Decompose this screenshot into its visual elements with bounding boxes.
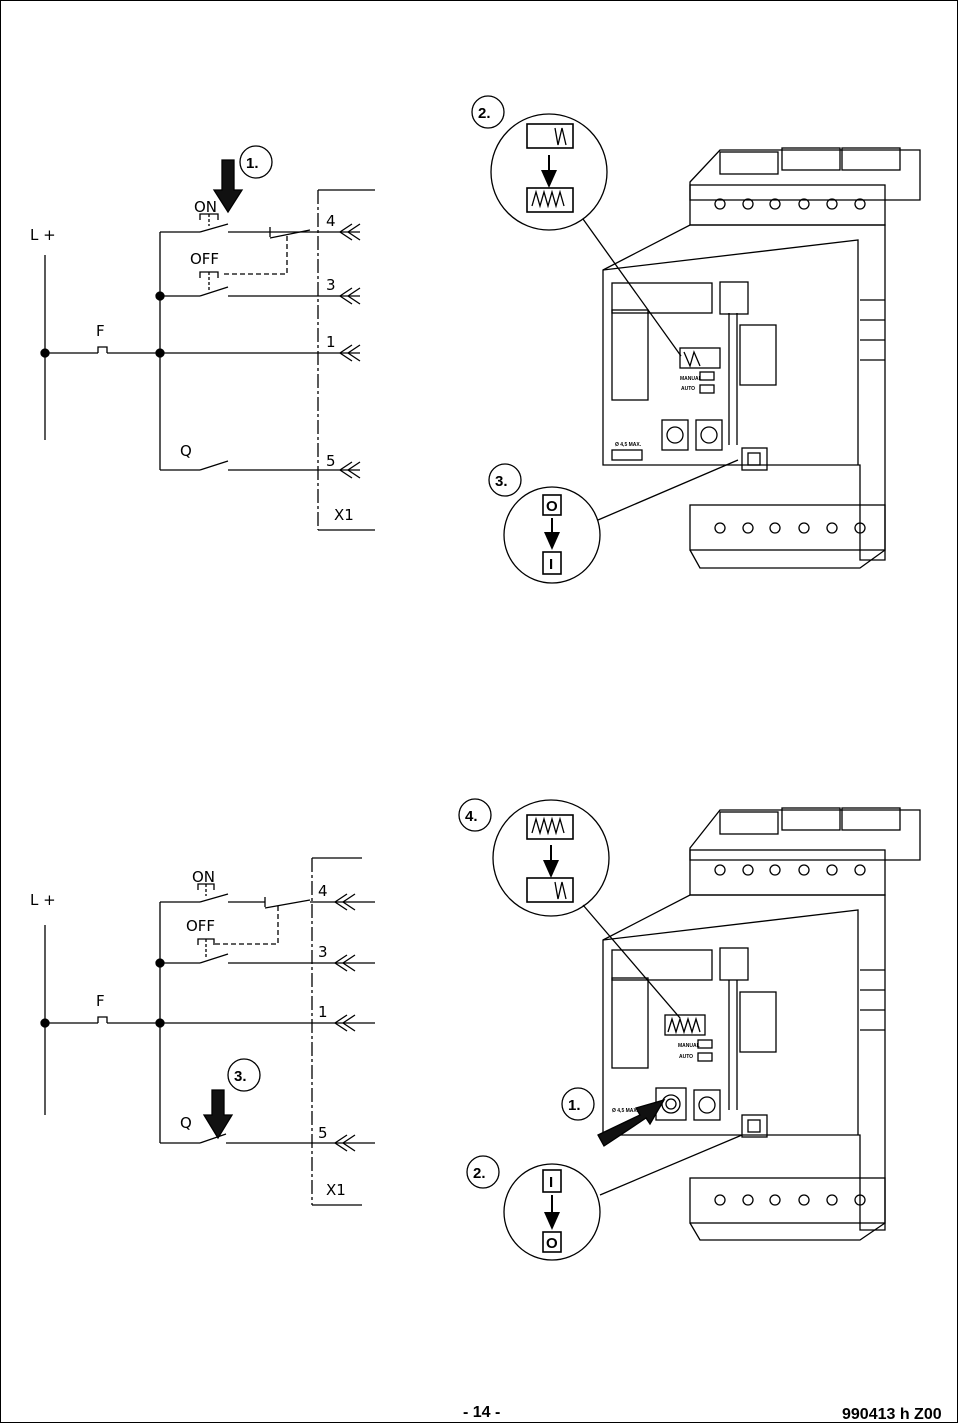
supply-label: L + [30, 226, 56, 244]
q-label: Q [180, 1114, 192, 1132]
step-3-label: 3. [495, 473, 508, 490]
fuse-label: F [96, 322, 105, 340]
lock-label: Ø 4,5 MAX. [615, 442, 642, 448]
lock-label: Ø 4,5 MAX. [612, 1108, 639, 1114]
terminal-4-label: 4 [326, 212, 336, 230]
symbol-i: I [549, 556, 553, 573]
terminal-1-label: 1 [318, 1003, 328, 1021]
terminal-3-label: 3 [318, 943, 328, 961]
bottom-schematic: L + F ON OFF Q X1 4 3 1 [30, 857, 375, 1206]
auto-label: AUTO [679, 1054, 693, 1060]
symbol-o: O [546, 1235, 558, 1252]
terminal-3-label: 3 [326, 276, 336, 294]
terminal-5-label: 5 [326, 452, 336, 470]
step-2-label: 2. [478, 105, 491, 122]
off-label: OFF [190, 250, 219, 268]
auto-label: AUTO [681, 386, 695, 392]
symbol-i: I [549, 1174, 553, 1191]
supply-label: L + [30, 891, 56, 909]
top-breaker-device: 2. MANUAL AUTO Ø 4,5 MAX. [471, 95, 921, 584]
terminal-1-label: 1 [326, 333, 336, 351]
fuse-label: F [96, 992, 105, 1010]
x1-label: X1 [326, 1181, 346, 1199]
q-label: Q [180, 442, 192, 460]
bottom-breaker-device: 4. MANUAL AUTO Ø 4,5 MAX. [458, 798, 921, 1261]
step-1-label: 1. [246, 155, 259, 172]
terminal-4-label: 4 [318, 882, 328, 900]
symbol-o: O [546, 498, 558, 515]
on-label: ON [194, 198, 217, 216]
step-4-label: 4. [465, 808, 478, 825]
step-3-label: 3. [234, 1068, 247, 1085]
manual-label: MANUAL [680, 376, 702, 382]
manual-label: MANUAL [678, 1043, 700, 1049]
step-2-label: 2. [473, 1165, 486, 1182]
x1-label: X1 [334, 506, 354, 524]
terminal-5-label: 5 [318, 1124, 328, 1142]
step-1-label: 1. [568, 1097, 581, 1114]
on-label: ON [192, 868, 215, 886]
off-label: OFF [186, 917, 215, 935]
top-schematic: L + F ON OFF Q [30, 145, 375, 531]
document-code: 990413 h Z00 [842, 1406, 942, 1423]
page-number: - 14 - [463, 1404, 501, 1421]
